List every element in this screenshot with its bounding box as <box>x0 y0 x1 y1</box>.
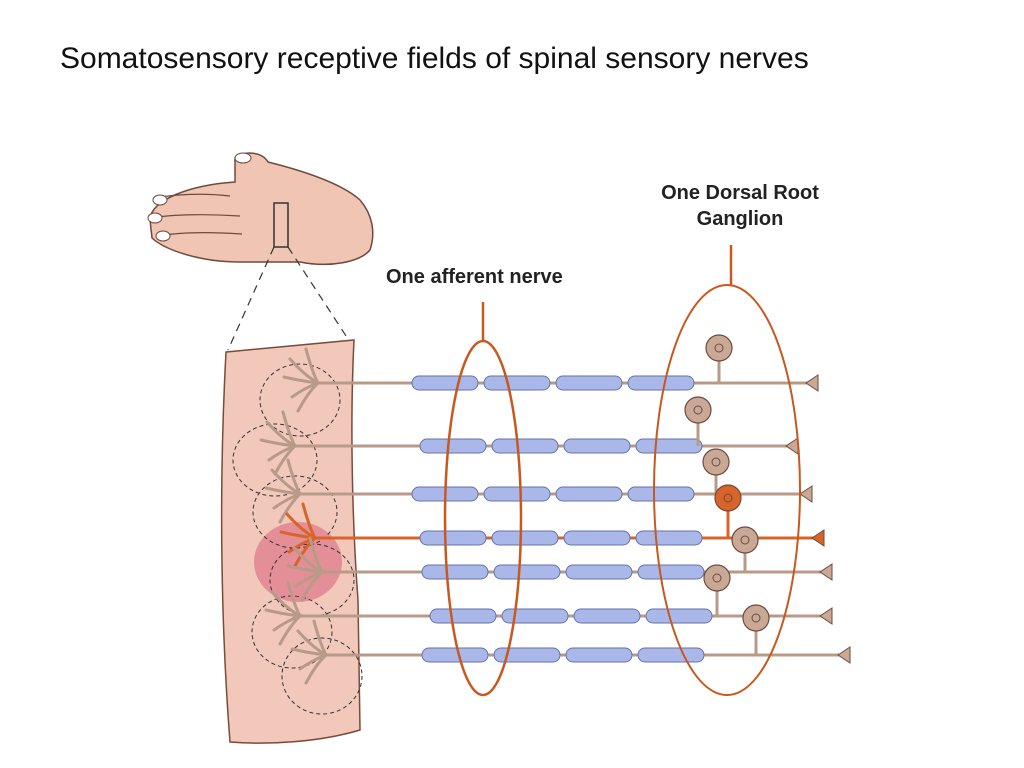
sensory-neuron-icon <box>703 564 731 592</box>
sensory-neuron-icon <box>705 334 733 362</box>
myelin-segment <box>555 375 623 391</box>
myelin-segment <box>555 486 623 502</box>
nerve-fibers <box>259 334 851 685</box>
dendrite-branch <box>304 653 328 685</box>
dendrite-branch <box>304 347 320 385</box>
dendrite-branch <box>296 381 320 413</box>
myelin-segment <box>483 486 551 502</box>
dendrite-branch <box>312 619 328 657</box>
myelin-segment <box>637 564 705 580</box>
dorsal-root-ganglion-label: One Dorsal Root Ganglion <box>661 182 819 230</box>
dendrite-branch <box>293 536 317 568</box>
afferent-nerve-callout <box>443 302 523 697</box>
neuron-nucleus <box>723 493 733 503</box>
dendrite-branch <box>278 492 302 524</box>
myelin-segment <box>493 564 561 580</box>
dendrite-branch <box>286 580 302 618</box>
myelin-segment <box>573 608 641 624</box>
myelin-segment <box>501 608 569 624</box>
dendrite-branch <box>278 614 302 646</box>
central-terminal <box>799 485 813 503</box>
dendrite-branch <box>281 410 297 448</box>
central-terminal <box>819 607 833 625</box>
myelin-segment <box>565 647 633 663</box>
myelin-segment <box>493 647 561 663</box>
afferent-nerve-label: One afferent nerve <box>386 266 563 288</box>
myelin-segment <box>563 438 631 454</box>
neuron-nucleus <box>712 573 722 583</box>
sensory-neuron-icon <box>742 604 770 632</box>
neuron-nucleus <box>711 457 721 467</box>
neuron-nucleus <box>693 405 703 415</box>
central-terminal <box>811 529 825 547</box>
myelin-segment <box>411 375 479 391</box>
neuron-nucleus <box>714 343 724 353</box>
myelin-segment <box>635 530 703 546</box>
dendrite-branch <box>300 570 324 602</box>
neuron-nucleus <box>751 613 761 623</box>
myelin-segment <box>429 608 497 624</box>
myelin-segment <box>563 530 631 546</box>
myelin-segment <box>421 647 489 663</box>
myelin-segment <box>627 486 695 502</box>
skin-strip <box>220 339 363 744</box>
myelin-segment <box>627 375 695 391</box>
neuron-nucleus <box>740 535 750 545</box>
myelin-segment <box>565 564 633 580</box>
myelin-segment <box>419 530 487 546</box>
myelin-segment <box>491 438 559 454</box>
myelin-segment <box>491 530 559 546</box>
central-terminal <box>785 437 799 455</box>
sensory-neuron-icon <box>731 526 759 554</box>
myelin-segment <box>635 438 703 454</box>
myelin-segment <box>419 438 487 454</box>
hand-illustration-icon <box>147 152 374 266</box>
myelin-segment <box>645 608 713 624</box>
dendrite-branch <box>273 444 297 476</box>
sensory-neuron-icon <box>684 396 712 424</box>
myelin-segment <box>637 647 705 663</box>
slide-title: Somatosensory receptive fields of spinal… <box>60 42 809 75</box>
central-terminal <box>837 646 851 664</box>
sensory-neuron-icon <box>702 448 730 476</box>
myelin-segment <box>421 564 489 580</box>
dendrite-branch <box>301 502 317 540</box>
dendrite-branch <box>286 458 302 496</box>
myelin-segment <box>483 375 551 391</box>
central-terminal <box>819 563 833 581</box>
dendrite-branch <box>308 536 324 574</box>
central-terminal <box>805 374 819 392</box>
sensory-neuron-icon <box>714 484 742 512</box>
dorsal-root-ganglion-callout <box>653 245 801 696</box>
